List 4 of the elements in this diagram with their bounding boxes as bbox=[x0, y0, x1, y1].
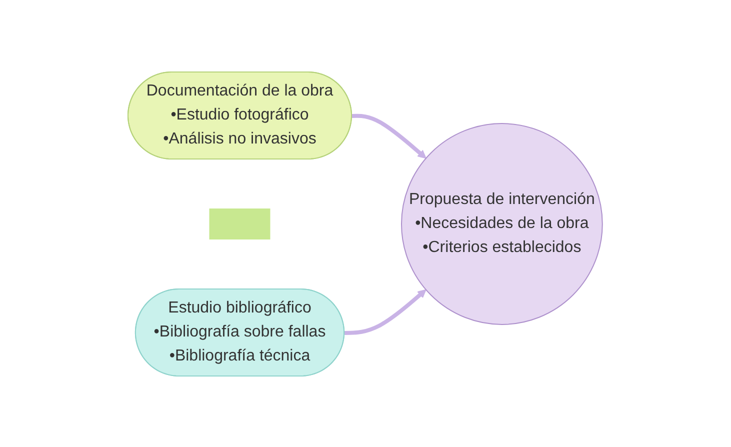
node-circle: Propuesta de intervención •Necesidades de la obra •Criterios establecidos bbox=[401, 122, 604, 324]
node-plus bbox=[210, 208, 271, 239]
arrow bbox=[344, 288, 427, 334]
arrow bbox=[352, 113, 427, 158]
